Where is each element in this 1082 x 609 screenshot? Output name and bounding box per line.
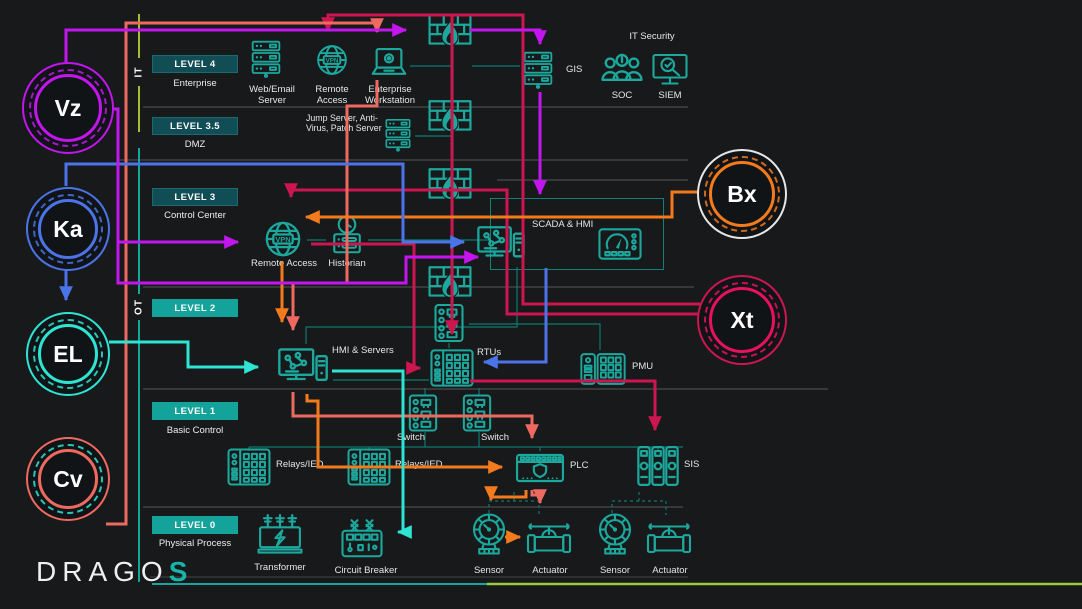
threat-group-vz-badge: Vz <box>22 62 114 154</box>
badge-ring <box>33 444 103 514</box>
threat-group-label: Xt <box>730 306 754 333</box>
enterprise-workstation-icon <box>368 46 410 80</box>
sensor-icon <box>468 510 510 558</box>
badge-ring <box>38 324 98 384</box>
threat-group-cv-badge: Cv <box>26 437 110 521</box>
scada-hmi-label: SCADA & HMI <box>532 219 594 230</box>
gis-label: GIS <box>566 64 583 75</box>
relays-ied-label: Relays/IED <box>395 459 443 470</box>
pmu-icon <box>580 352 626 386</box>
circuit-breaker-icon <box>338 518 386 560</box>
sensor-links-dashed <box>488 489 667 515</box>
remote-access-ot-vpn-icon: VPN <box>262 218 304 260</box>
relays-ied-icon <box>226 448 272 486</box>
level-4-name: Enterprise <box>173 78 217 89</box>
soc-people-icon <box>600 50 644 86</box>
level-3-badge: LEVEL 3 <box>152 188 238 206</box>
plc-icon <box>514 449 566 487</box>
plc-label: PLC <box>570 460 589 471</box>
threat-group-el-badge: EL <box>26 312 110 396</box>
hmi-servers-label: HMI & Servers <box>332 345 394 356</box>
relays-ied-icon <box>346 448 392 486</box>
logo-dragon-s: S <box>168 556 188 587</box>
hmi-panel-icon <box>598 226 642 262</box>
sensor-label: Sensor <box>599 565 631 576</box>
sensor-icon <box>594 510 636 558</box>
remote-access-ot-label: Remote Access <box>251 258 317 269</box>
firewall-icon <box>428 167 472 203</box>
firewall-icon <box>428 265 472 301</box>
pmu-label: PMU <box>632 361 654 372</box>
svg-text:VPN: VPN <box>325 57 338 64</box>
actuator-label: Actuator <box>532 565 568 576</box>
level-1-name: Basic Control <box>166 425 224 436</box>
threat-group-label: EL <box>53 340 83 367</box>
threat-group-label: Ka <box>53 215 83 242</box>
sis-label: SIS <box>684 459 700 470</box>
gis-server-icon <box>522 50 554 90</box>
siem-monitor-icon <box>650 52 690 88</box>
scada-workstation-icon <box>476 224 526 266</box>
badge-ring <box>34 74 102 142</box>
ot-zone-label: OT <box>133 299 145 315</box>
level-4-badge: LEVEL 4 <box>152 55 238 73</box>
web-email-server-label: Web/Email Server <box>249 84 295 107</box>
threat-group-xt-badge: Xt <box>697 275 787 365</box>
rtus-label: RTUs <box>477 347 502 358</box>
badge-ring <box>38 449 98 509</box>
relays-ied-label: Relays/IED <box>276 459 324 470</box>
threat-group-label: Vz <box>54 94 82 121</box>
level-3-5-badge: LEVEL 3.5 <box>152 117 238 135</box>
switch-label: Switch <box>481 432 509 443</box>
el-threat-paths <box>109 340 412 539</box>
jump-server-label: Jump Server, Anti-Virus, Patch Server <box>306 113 382 134</box>
rtus-icon <box>430 348 474 388</box>
level-3-name: Control Center <box>164 210 226 221</box>
level-3-5-name: DMZ <box>184 139 206 150</box>
actuator-valve-icon <box>644 516 694 558</box>
circuit-breaker-label: Circuit Breaker <box>334 565 398 576</box>
switch-icon <box>462 394 492 432</box>
threat-group-ka-badge: Ka <box>26 187 110 271</box>
level-1-badge: LEVEL 1 <box>152 402 238 420</box>
siem-label: SIEM <box>658 90 682 101</box>
historian-icon <box>330 214 364 256</box>
it-zone-label: IT <box>133 66 145 78</box>
level-2-badge: LEVEL 2 <box>152 299 238 317</box>
badge-ring <box>33 319 103 389</box>
firewall-icon <box>428 99 472 135</box>
historian-label: Historian <box>328 258 366 269</box>
transformer-icon <box>254 512 306 558</box>
web-email-server-icon <box>250 40 282 78</box>
sensor-label: Sensor <box>473 565 505 576</box>
transformer-label: Transformer <box>254 562 306 573</box>
hmi-servers-icon <box>276 346 330 390</box>
level-0-badge: LEVEL 0 <box>152 516 238 534</box>
switch-icon <box>408 394 438 432</box>
firewall-icon <box>428 13 472 49</box>
remote-access-vpn-icon: VPN <box>314 42 350 78</box>
logo-text: DRAGO <box>36 556 169 587</box>
actuator-valve-icon <box>524 516 574 558</box>
threat-group-label: Cv <box>53 465 83 492</box>
threat-group-bx-badge: Bx <box>697 149 787 239</box>
switch-icon <box>434 303 464 343</box>
dragos-logo: DRAGOS <box>36 556 187 588</box>
svg-text:VPN: VPN <box>275 235 290 244</box>
jump-server-icon <box>384 116 412 154</box>
switch-label: Switch <box>397 432 425 443</box>
sis-icon <box>636 444 680 488</box>
soc-label: SOC <box>611 90 633 101</box>
enterprise-workstation-label: Enterprise Workstation <box>365 84 415 107</box>
threat-group-label: Bx <box>727 180 757 207</box>
level-0-name: Physical Process <box>158 538 232 549</box>
actuator-label: Actuator <box>652 565 688 576</box>
it-security-label: IT Security <box>629 31 675 42</box>
